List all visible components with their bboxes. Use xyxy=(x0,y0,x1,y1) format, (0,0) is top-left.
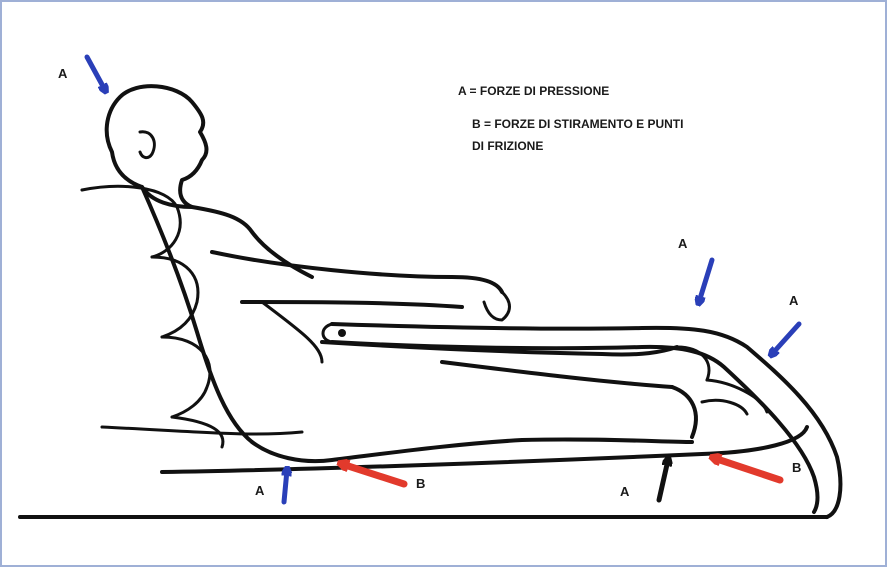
pillows xyxy=(82,186,223,447)
legend-line-b1: B = FORZE DI STIRAMENTO E PUNTI xyxy=(472,117,683,131)
head xyxy=(107,86,207,207)
marker-sacrum: A xyxy=(255,483,265,498)
marker-feet: A xyxy=(789,293,799,308)
marker-heel: A xyxy=(620,484,630,499)
arrow-heel-shear xyxy=(714,458,780,480)
arrow-heel-pressure xyxy=(659,460,668,500)
ear xyxy=(140,132,154,158)
legend: A = FORZE DI PRESSIONE B = FORZE DI STIR… xyxy=(458,84,683,153)
arrow-feet-pressure xyxy=(772,324,799,354)
marker-head: A xyxy=(58,66,68,81)
bed xyxy=(20,427,827,517)
legend-line-a: A = FORZE DI PRESSIONE xyxy=(458,84,609,98)
arrow-knee-pressure xyxy=(699,260,712,302)
patient-figure xyxy=(107,86,767,461)
legend-line-b2: DI FRIZIONE xyxy=(472,139,543,153)
marker-sacrum-shear: B xyxy=(416,476,425,491)
marker-knee-upper: A xyxy=(678,236,688,251)
arrow-sacrum-pressure xyxy=(284,470,287,502)
marker-heel-shear: B xyxy=(792,460,801,475)
arrow-head-pressure xyxy=(87,57,105,90)
